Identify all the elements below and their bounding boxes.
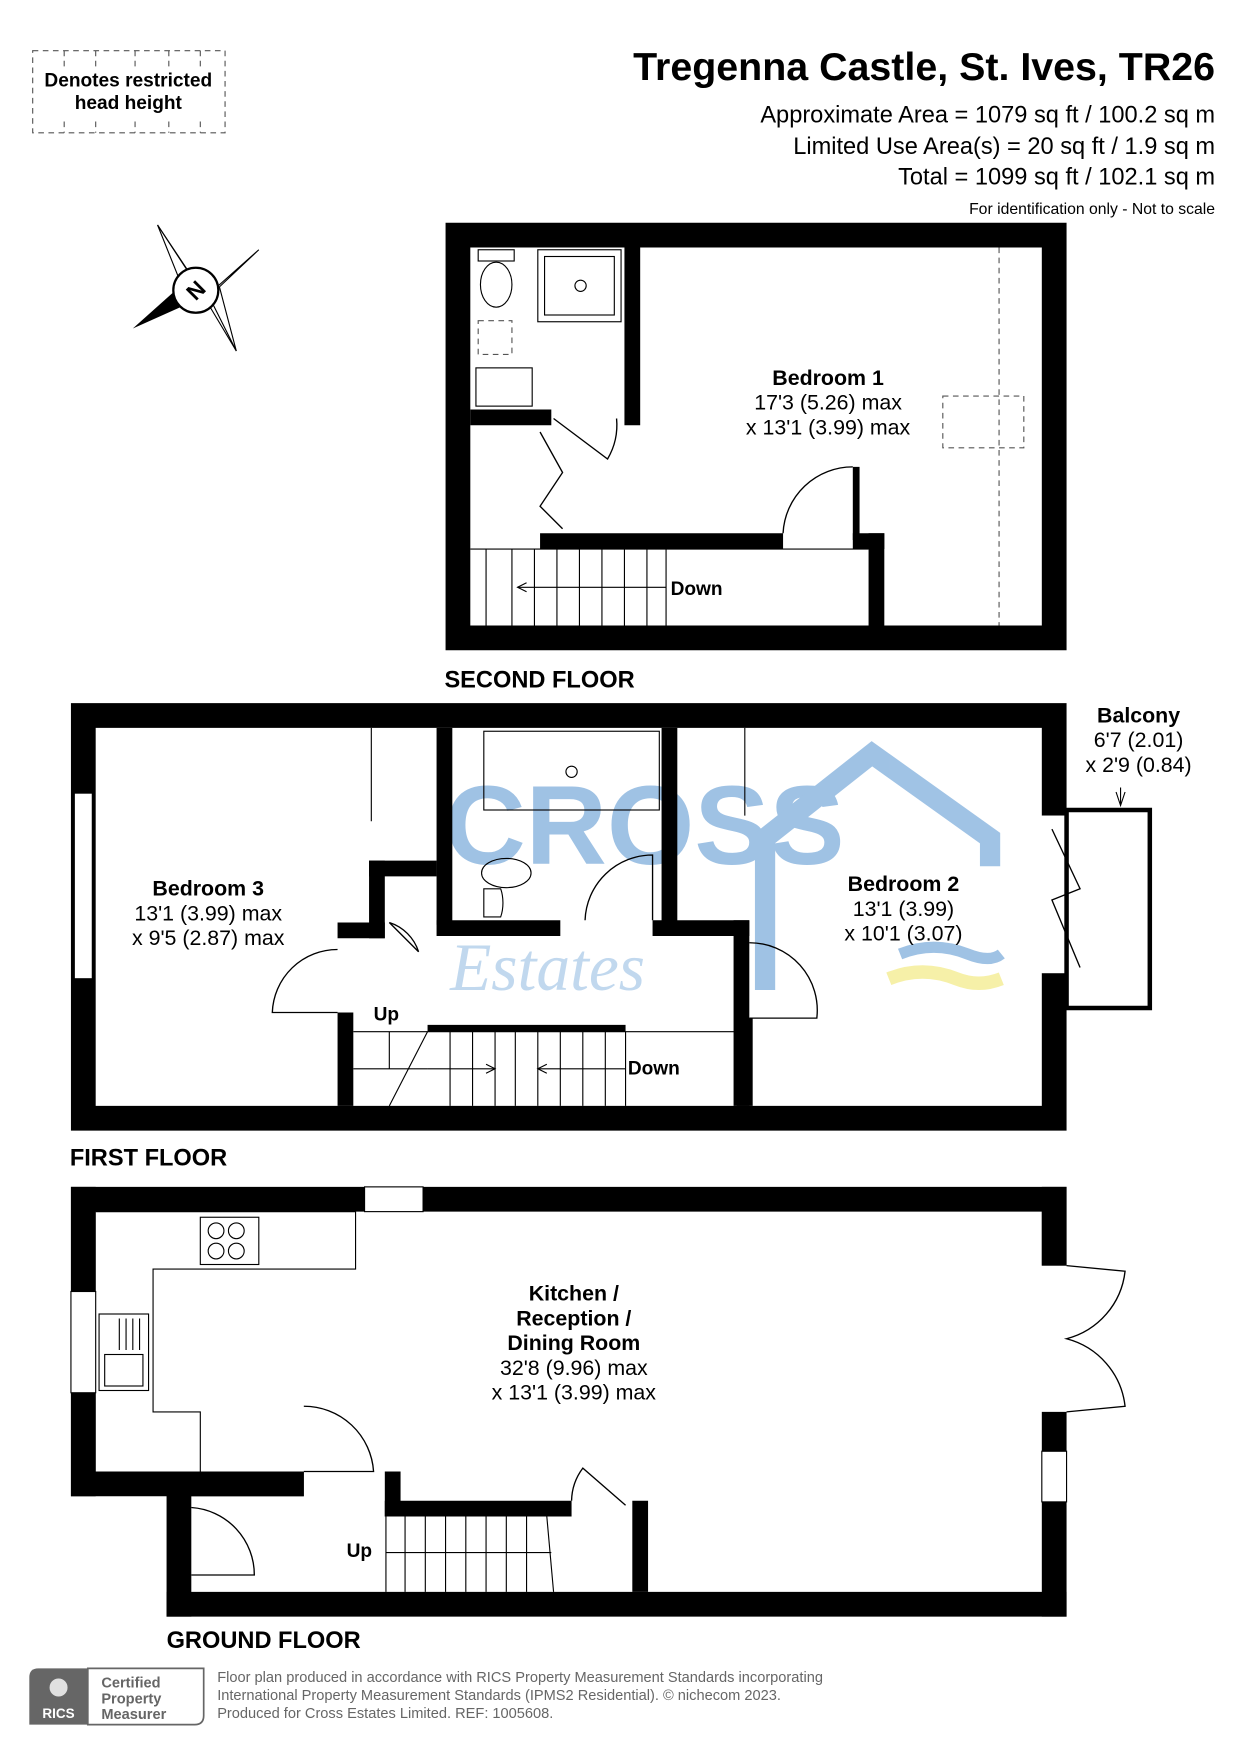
- bedroom2-dim1: 13'1 (3.99): [853, 897, 954, 921]
- badge-line1: Certified: [101, 1676, 160, 1692]
- second-floor-plan: Bedroom 1 17'3 (5.26) max x 13'1 (3.99) …: [445, 222, 1067, 651]
- balcony-name: Balcony: [1097, 703, 1180, 727]
- first-floor-plan: Bedroom 3 13'1 (3.99) max x 9'5 (2.87) m…: [70, 703, 1192, 1131]
- balcony-dim2: x 2'9 (0.84): [1085, 753, 1191, 777]
- first-floor-up: Up: [374, 1004, 399, 1025]
- second-floor-stairs-down: Down: [671, 579, 723, 600]
- kitchen-dim2: x 13'1 (3.99) max: [492, 1381, 657, 1405]
- restricted-height-legend: Denotes restricted head height: [32, 50, 226, 134]
- footer-line2: International Property Measurement Stand…: [217, 1688, 781, 1704]
- total-area: Total = 1099 sq ft / 102.1 sq m: [898, 165, 1215, 191]
- approx-area: Approximate Area = 1079 sq ft / 100.2 sq…: [760, 103, 1215, 129]
- kitchen-line2: Reception /: [516, 1306, 631, 1330]
- bedroom3-dim2: x 9'5 (2.87) max: [132, 926, 285, 950]
- rics-logo-text: RICS: [42, 1706, 74, 1721]
- bedroom3-name: Bedroom 3: [152, 877, 264, 901]
- ground-floor-label: GROUND FLOOR: [167, 1628, 361, 1654]
- ground-floor-up: Up: [347, 1541, 372, 1562]
- legend-line2: head height: [75, 93, 183, 114]
- bedroom1-dim2: x 13'1 (3.99) max: [746, 415, 911, 439]
- second-floor-label: SECOND FLOOR: [444, 667, 634, 693]
- limited-use-area: Limited Use Area(s) = 20 sq ft / 1.9 sq …: [793, 134, 1215, 160]
- footer-line1: Floor plan produced in accordance with R…: [217, 1670, 823, 1686]
- bedroom1-name: Bedroom 1: [772, 366, 884, 390]
- balcony-dim1: 6'7 (2.01): [1094, 728, 1184, 752]
- rics-badge: RICS Certified Property Measurer: [29, 1667, 205, 1726]
- kitchen-line3: Dining Room: [507, 1331, 640, 1355]
- footer-line3: Produced for Cross Estates Limited. REF:…: [217, 1706, 553, 1722]
- legend-line1: Denotes restricted: [44, 71, 212, 92]
- bedroom3-dim1: 13'1 (3.99) max: [134, 901, 282, 925]
- ground-floor-plan: Kitchen / Reception / Dining Room 32'8 (…: [70, 1186, 1126, 1617]
- first-floor-down: Down: [628, 1058, 680, 1079]
- watermark-sub: Estates: [449, 930, 645, 1005]
- page-title: Tregenna Castle, St. Ives, TR26: [633, 45, 1215, 89]
- kitchen-dim1: 32'8 (9.96) max: [500, 1356, 648, 1380]
- compass-icon: N: [132, 224, 260, 352]
- badge-line3: Measurer: [101, 1707, 166, 1723]
- badge-line2: Property: [101, 1691, 162, 1707]
- bedroom2-name: Bedroom 2: [848, 872, 960, 896]
- rics-lion-icon: [49, 1678, 68, 1697]
- bedroom1-dim1: 17'3 (5.26) max: [754, 391, 902, 415]
- disclaimer: For identification only - Not to scale: [969, 201, 1215, 218]
- kitchen-line1: Kitchen /: [529, 1282, 619, 1306]
- bedroom2-dim2: x 10'1 (3.07): [844, 922, 962, 946]
- cross-estates-watermark: CROSS Estates: [444, 741, 1005, 1005]
- first-floor-label: FIRST FLOOR: [70, 1146, 227, 1172]
